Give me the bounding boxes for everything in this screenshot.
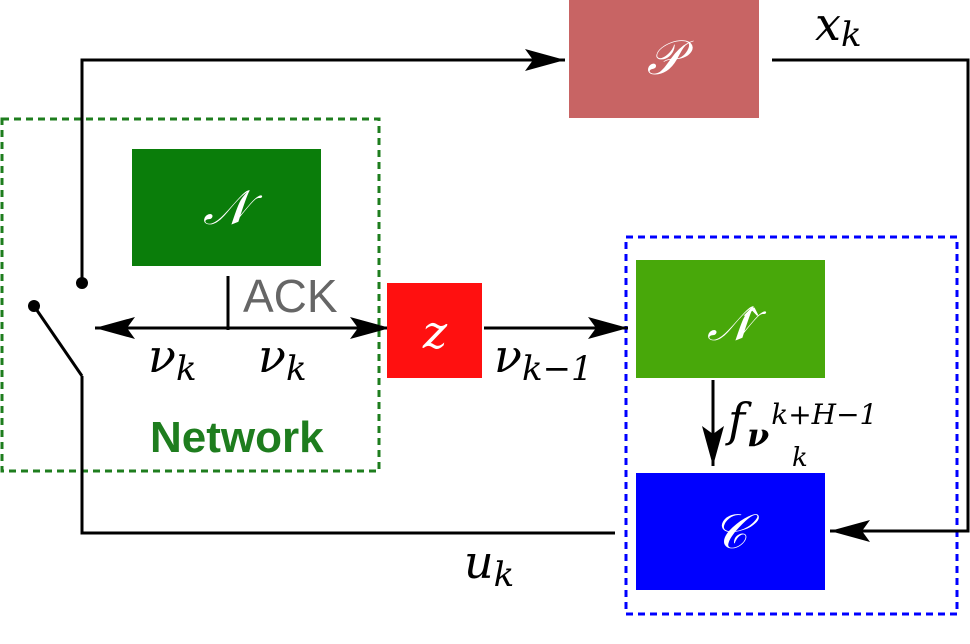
plant-box <box>569 0 759 118</box>
delay-label: z <box>422 305 448 359</box>
controller-block: 𝒞 <box>636 473 825 590</box>
signal-nu-delayed: νk−1 <box>494 329 593 389</box>
plant-block: 𝒫 <box>569 0 759 118</box>
model-group-box <box>624 235 959 616</box>
signal-f: fνk+H−1 <box>725 393 877 454</box>
signal-nu-right: νk <box>258 329 307 389</box>
signal-nu-right-sub: k <box>286 349 307 389</box>
signal-nu-right-base: ν <box>258 329 286 383</box>
signal-x-k: xk <box>815 0 862 55</box>
switch-blade <box>32 305 84 377</box>
network-box-label: Network <box>150 413 324 462</box>
network-block: 𝒩 <box>132 149 321 266</box>
switch-contact-top <box>76 277 88 289</box>
network-model-box <box>636 260 825 378</box>
signal-nu-left-sub: k <box>176 349 197 389</box>
wire-to-plant <box>80 49 565 283</box>
wire-plant-to-controller <box>772 58 970 542</box>
signal-f-sup: k+H−1 <box>771 398 877 431</box>
signal-nu-left-base: ν <box>148 329 176 383</box>
signal-x-sub: k <box>841 15 862 55</box>
signal-nu-left: νk <box>148 329 197 389</box>
controller-box <box>636 473 825 590</box>
network-model-block: 𝒩̂ <box>636 260 825 378</box>
switch-contact-left <box>28 300 40 312</box>
signal-u-base: u <box>464 535 494 589</box>
ack-label: ACK <box>243 270 338 322</box>
signal-u-k: uk <box>464 535 514 595</box>
signal-f-sub: ν <box>747 416 769 454</box>
signal-nu-delayed-base: ν <box>494 329 522 383</box>
signal-u-sub: k <box>494 555 515 595</box>
delay-block: z <box>387 283 482 378</box>
signal-nu-delayed-sub: k−1 <box>522 349 593 389</box>
signal-f-subsub: k <box>792 443 808 473</box>
delay-box <box>387 283 482 378</box>
network-box <box>132 149 321 266</box>
signal-x-base: x <box>815 0 841 51</box>
network-group-box <box>0 117 381 473</box>
wire-controller-to-switch <box>80 376 615 535</box>
